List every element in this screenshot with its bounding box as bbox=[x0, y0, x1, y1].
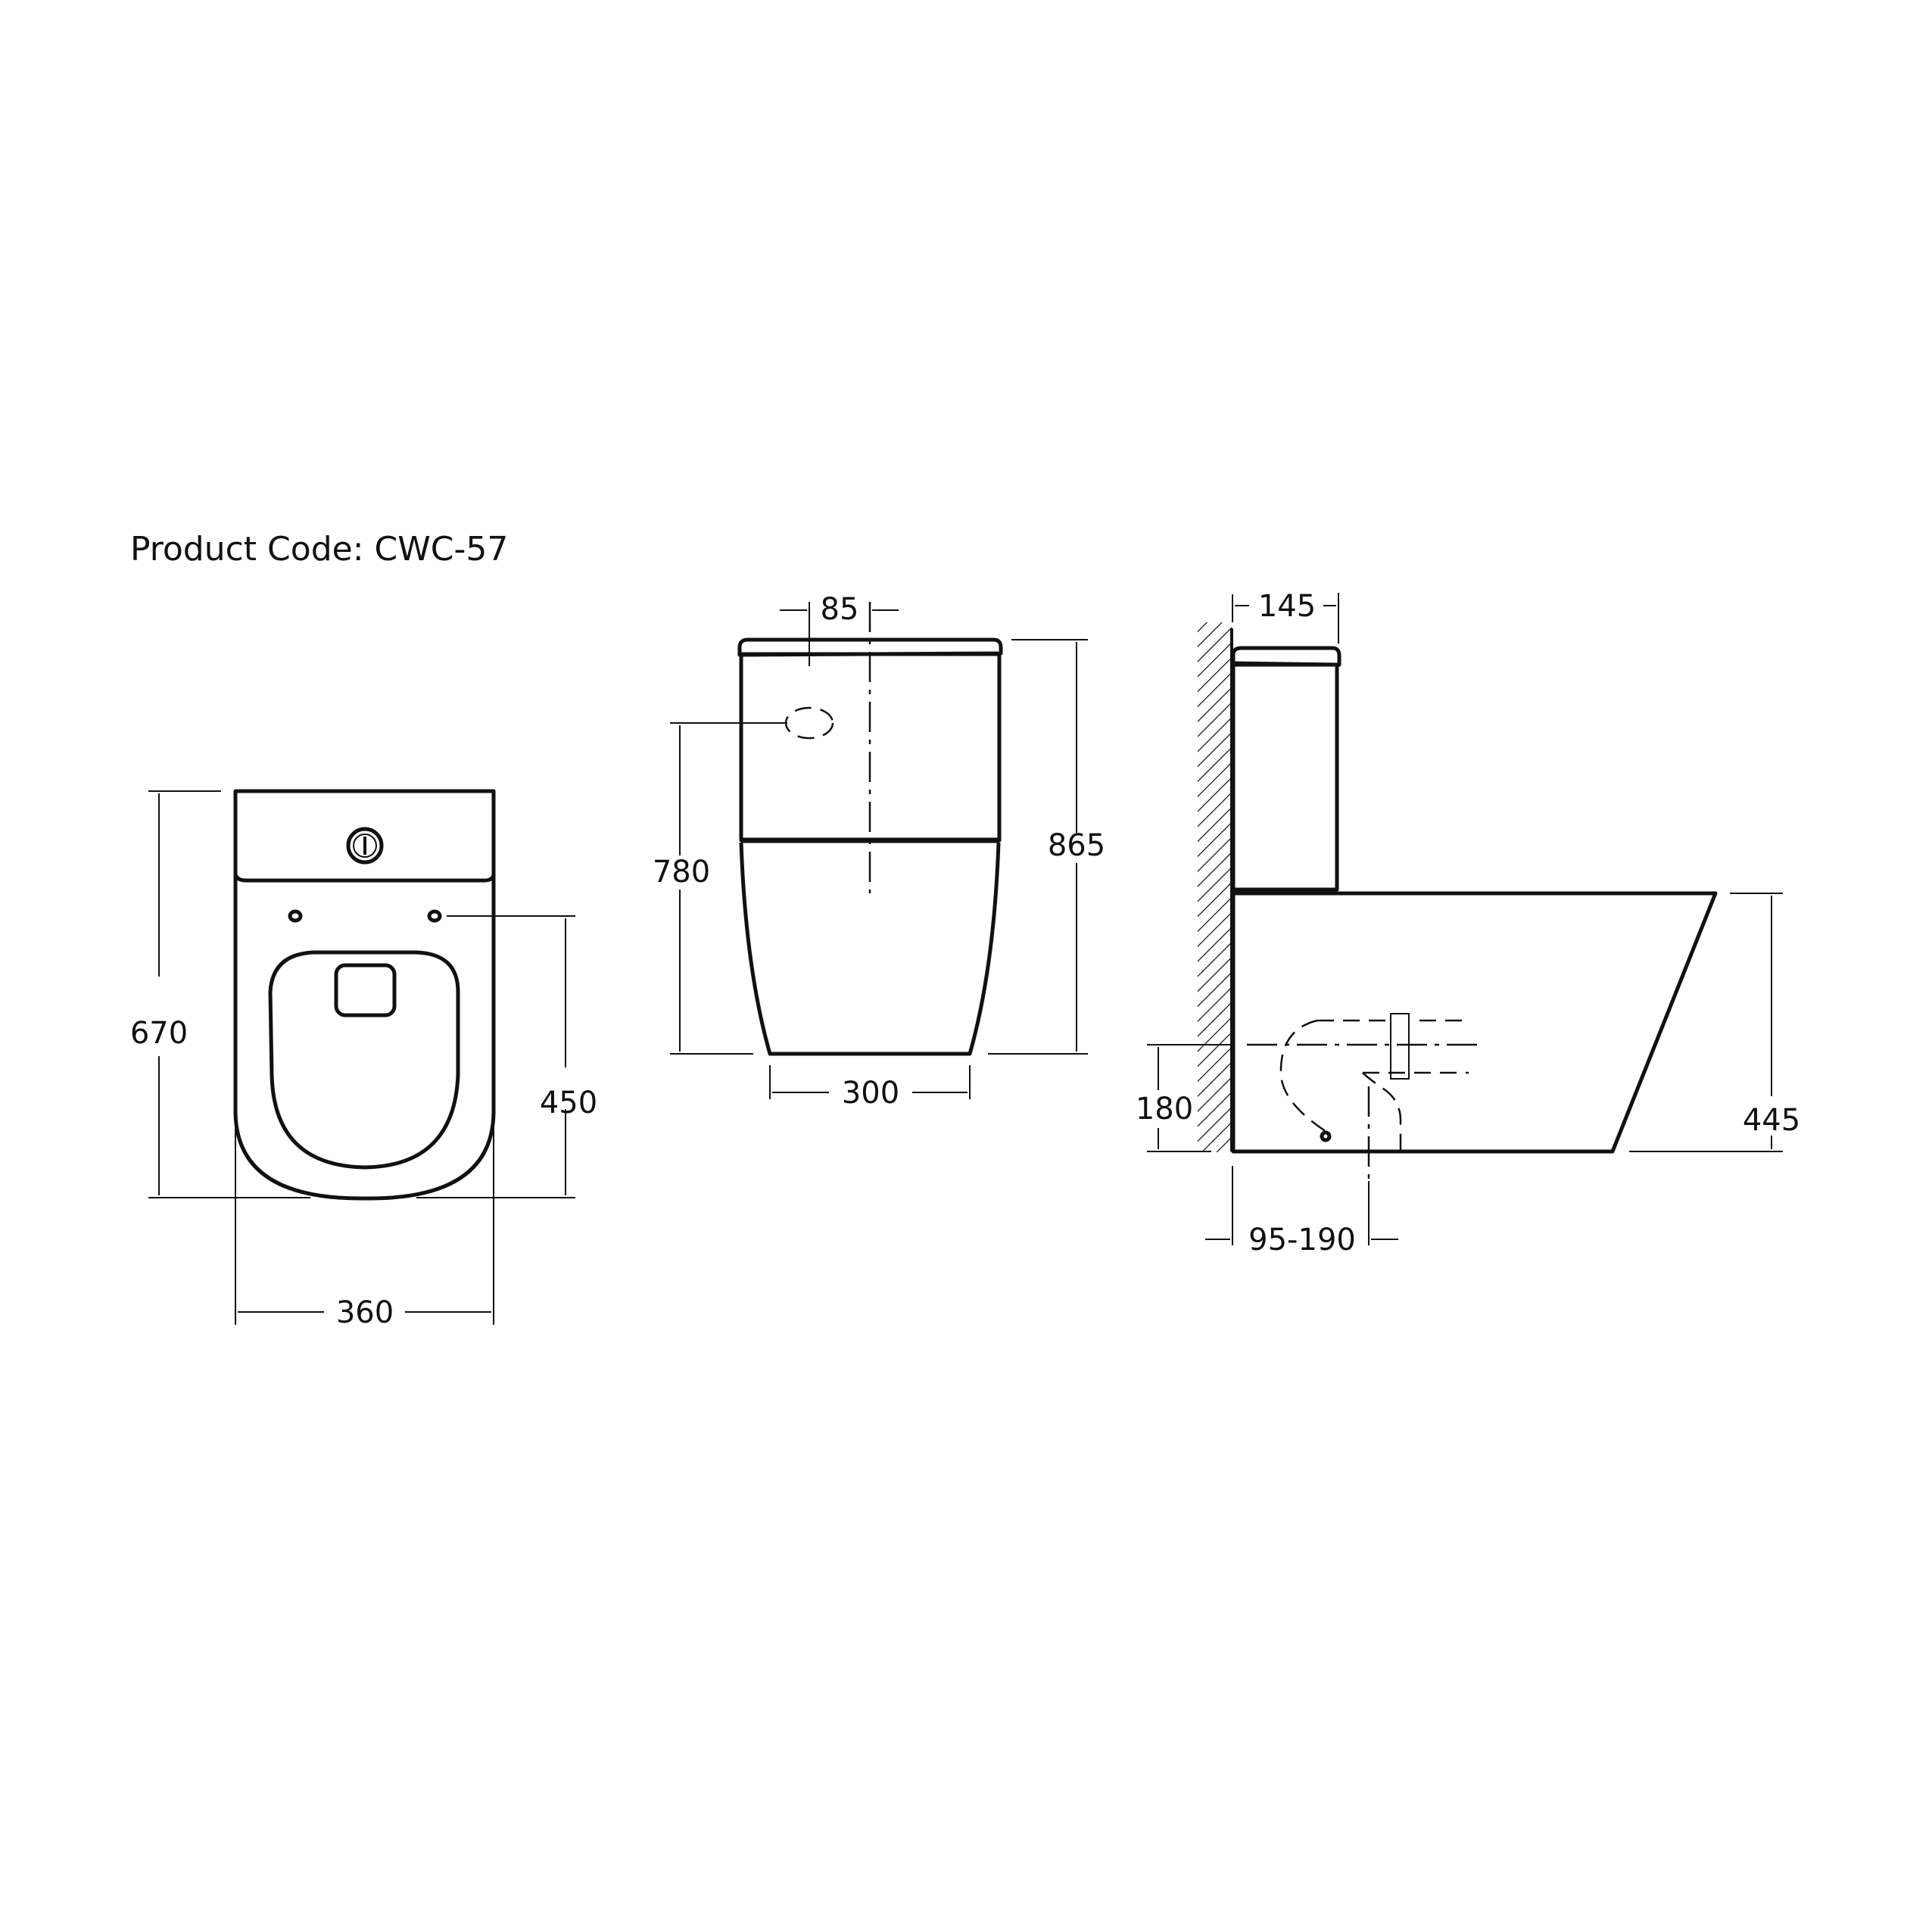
dim-300: 300 bbox=[842, 1076, 899, 1111]
wall-hatch bbox=[1198, 622, 1232, 1152]
trap-hidden-lines bbox=[1317, 1019, 1469, 1074]
dim-95-190: 95-190 bbox=[1248, 1223, 1356, 1257]
side-view: 145 445 180 95-190 bbox=[1136, 589, 1800, 1257]
trap-outlet bbox=[1362, 1072, 1402, 1151]
product-code-title: Product Code: CWC-57 bbox=[130, 530, 508, 569]
dim-145: 145 bbox=[1258, 589, 1316, 624]
side-bowl bbox=[1231, 891, 1718, 1154]
front-view: 85 780 865 300 bbox=[653, 592, 1105, 1111]
seat-outline bbox=[268, 950, 460, 1170]
dim-360: 360 bbox=[336, 1295, 394, 1330]
dim-85: 85 bbox=[821, 592, 859, 627]
dim-445: 445 bbox=[1743, 1103, 1800, 1138]
seat-lid-pad bbox=[334, 963, 397, 1017]
top-view: 670 450 360 bbox=[130, 789, 597, 1330]
bowl-body bbox=[739, 842, 1001, 1056]
side-tank-body bbox=[1231, 662, 1339, 892]
flush-button-inner bbox=[353, 834, 377, 858]
side-tank-lid bbox=[1231, 646, 1341, 667]
top-view-outline bbox=[233, 789, 496, 1201]
tank-lid-outline bbox=[233, 791, 496, 883]
hinge-hole-right bbox=[427, 909, 442, 923]
trap-curve bbox=[1279, 1019, 1333, 1137]
dim-450: 450 bbox=[540, 1086, 597, 1120]
flush-button-hidden bbox=[784, 706, 834, 740]
fixing-hole bbox=[1320, 1130, 1332, 1142]
inlet-spud bbox=[1390, 1013, 1410, 1080]
dim-180: 180 bbox=[1136, 1092, 1193, 1126]
flush-button-icon bbox=[346, 827, 384, 865]
dim-780: 780 bbox=[653, 855, 710, 890]
dim-865: 865 bbox=[1048, 828, 1105, 863]
dim-670: 670 bbox=[130, 1016, 188, 1051]
tank-lid bbox=[737, 637, 1003, 657]
hinge-hole-left bbox=[288, 909, 303, 923]
